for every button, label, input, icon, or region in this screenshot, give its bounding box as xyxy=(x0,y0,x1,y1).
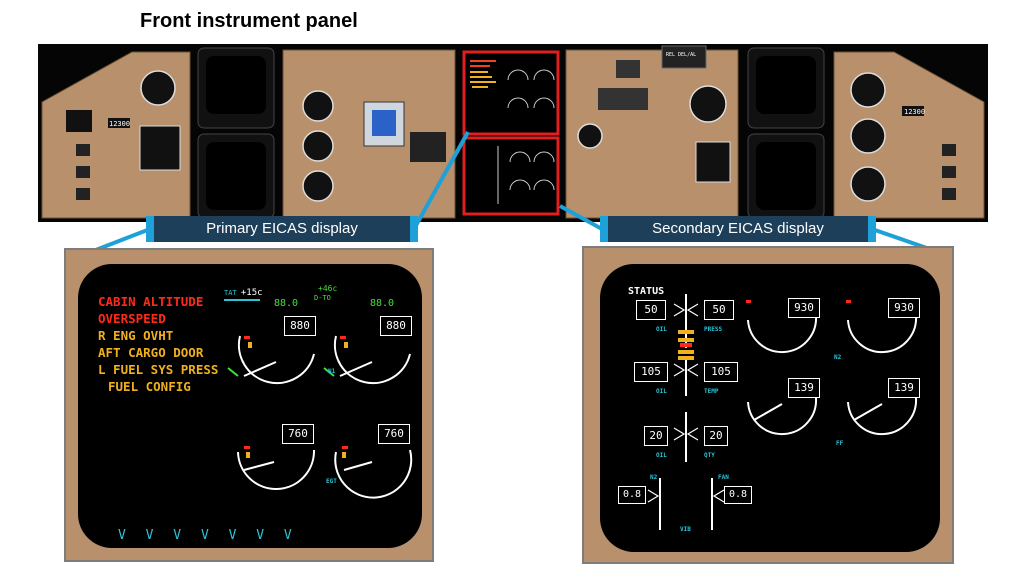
epr-right-arc xyxy=(333,335,411,385)
egt-right-value: 760 xyxy=(378,424,410,444)
oil-qty-label: QTY xyxy=(704,452,715,459)
page-title: Front instrument panel xyxy=(140,10,358,32)
oil-qty-oil-label: OIL xyxy=(656,452,667,459)
instrument-panel-overview: 12300 12300 REL DEL/AL xyxy=(38,44,988,222)
secondary-eicas-thumbnail xyxy=(462,136,560,216)
left-altitude-readout: 12300 xyxy=(109,120,130,128)
epr-right-needle xyxy=(339,361,373,377)
primary-dials xyxy=(227,335,413,499)
right-altitude-readout: 12300 xyxy=(904,108,925,116)
ff-right-value: 139 xyxy=(888,378,920,398)
oil-qty-right: 20 xyxy=(704,426,728,446)
status-label: STATUS xyxy=(628,286,665,297)
n2-left-value: 930 xyxy=(788,298,820,318)
epr-right-value: 880 xyxy=(380,316,412,336)
message-fuel-config: FUEL CONFIG xyxy=(108,379,191,394)
egt-left-arc xyxy=(237,449,316,490)
egt-left-value: 760 xyxy=(282,424,314,444)
egt-label: EGT xyxy=(326,478,337,485)
secondary-eicas-screen: STATUS xyxy=(600,264,940,552)
message-cabin-altitude: CABIN ALTITUDE xyxy=(98,294,204,309)
egt-right-arc xyxy=(334,449,413,499)
n2-label: N2 xyxy=(834,354,842,361)
oil-qty-left: 20 xyxy=(644,426,668,446)
epr-left-arc xyxy=(237,335,315,385)
tat-value: +15c xyxy=(240,288,263,298)
epr-target-right: 88.0 xyxy=(370,298,395,309)
thrust-mode: D-TO xyxy=(314,294,331,302)
egt-left-needle xyxy=(243,461,275,471)
secondary-eicas-callout: Secondary EICAS display xyxy=(600,216,876,242)
epr-target-left: 88.0 xyxy=(274,298,299,309)
primary-connector-up xyxy=(412,131,470,230)
thrust-mode-temp: +46c xyxy=(318,284,338,293)
tat-block: TAT +15c xyxy=(224,288,263,301)
secondary-eicas-callout-label: Secondary EICAS display xyxy=(652,220,824,237)
chevron-row: V V V V V V V xyxy=(118,528,298,543)
oil-temp-left: 105 xyxy=(634,362,668,382)
ff-label: FF xyxy=(836,440,844,447)
message-overspeed: OVERSPEED xyxy=(98,311,166,326)
n2-right-value: 930 xyxy=(888,298,920,318)
primary-eicas-frame: CABIN ALTITUDE OVERSPEED R ENG OVHT AFT … xyxy=(64,248,434,562)
n1-label: N1 xyxy=(328,368,336,375)
ff-left-value: 139 xyxy=(788,378,820,398)
message-r-eng-ovht: R ENG OVHT xyxy=(98,328,174,343)
vib-fan-label: FAN xyxy=(718,474,729,481)
primary-eicas-callout: Primary EICAS display xyxy=(146,216,418,242)
vib-right: 0.8 xyxy=(724,486,752,504)
primary-eicas-screen: CABIN ALTITUDE OVERSPEED R ENG OVHT AFT … xyxy=(78,264,422,548)
egt-right-needle xyxy=(343,461,373,471)
oil-press-left: 50 xyxy=(636,300,666,320)
secondary-connector-up xyxy=(559,204,603,231)
message-aft-cargo-door: AFT CARGO DOOR xyxy=(98,345,204,360)
secondary-eicas-frame: STATUS xyxy=(582,246,954,564)
oil-temp-label: TEMP xyxy=(704,388,719,395)
message-l-fuel-sys-press: L FUEL SYS PRESS xyxy=(98,362,219,377)
instrument-panel-illustration: 12300 12300 REL DEL/AL xyxy=(41,45,985,219)
primary-eicas-callout-label: Primary EICAS display xyxy=(206,220,358,237)
epr-left-value: 880 xyxy=(284,316,316,336)
oil-temp-oil-label: OIL xyxy=(656,388,667,395)
vib-left: 0.8 xyxy=(618,486,646,504)
rel-delal-annunciator: REL DEL/AL xyxy=(666,52,696,58)
oil-press-oil-label: OIL xyxy=(656,326,667,333)
oil-temp-right: 105 xyxy=(704,362,738,382)
oil-press-label: PRESS xyxy=(704,326,723,333)
tat-label: TAT xyxy=(224,289,237,297)
secondary-graphics xyxy=(647,294,918,530)
vib-n2-label: N2 xyxy=(650,474,658,481)
epr-left-needle xyxy=(243,361,277,377)
oil-press-right: 50 xyxy=(704,300,734,320)
vib-label: VIB xyxy=(680,526,691,533)
